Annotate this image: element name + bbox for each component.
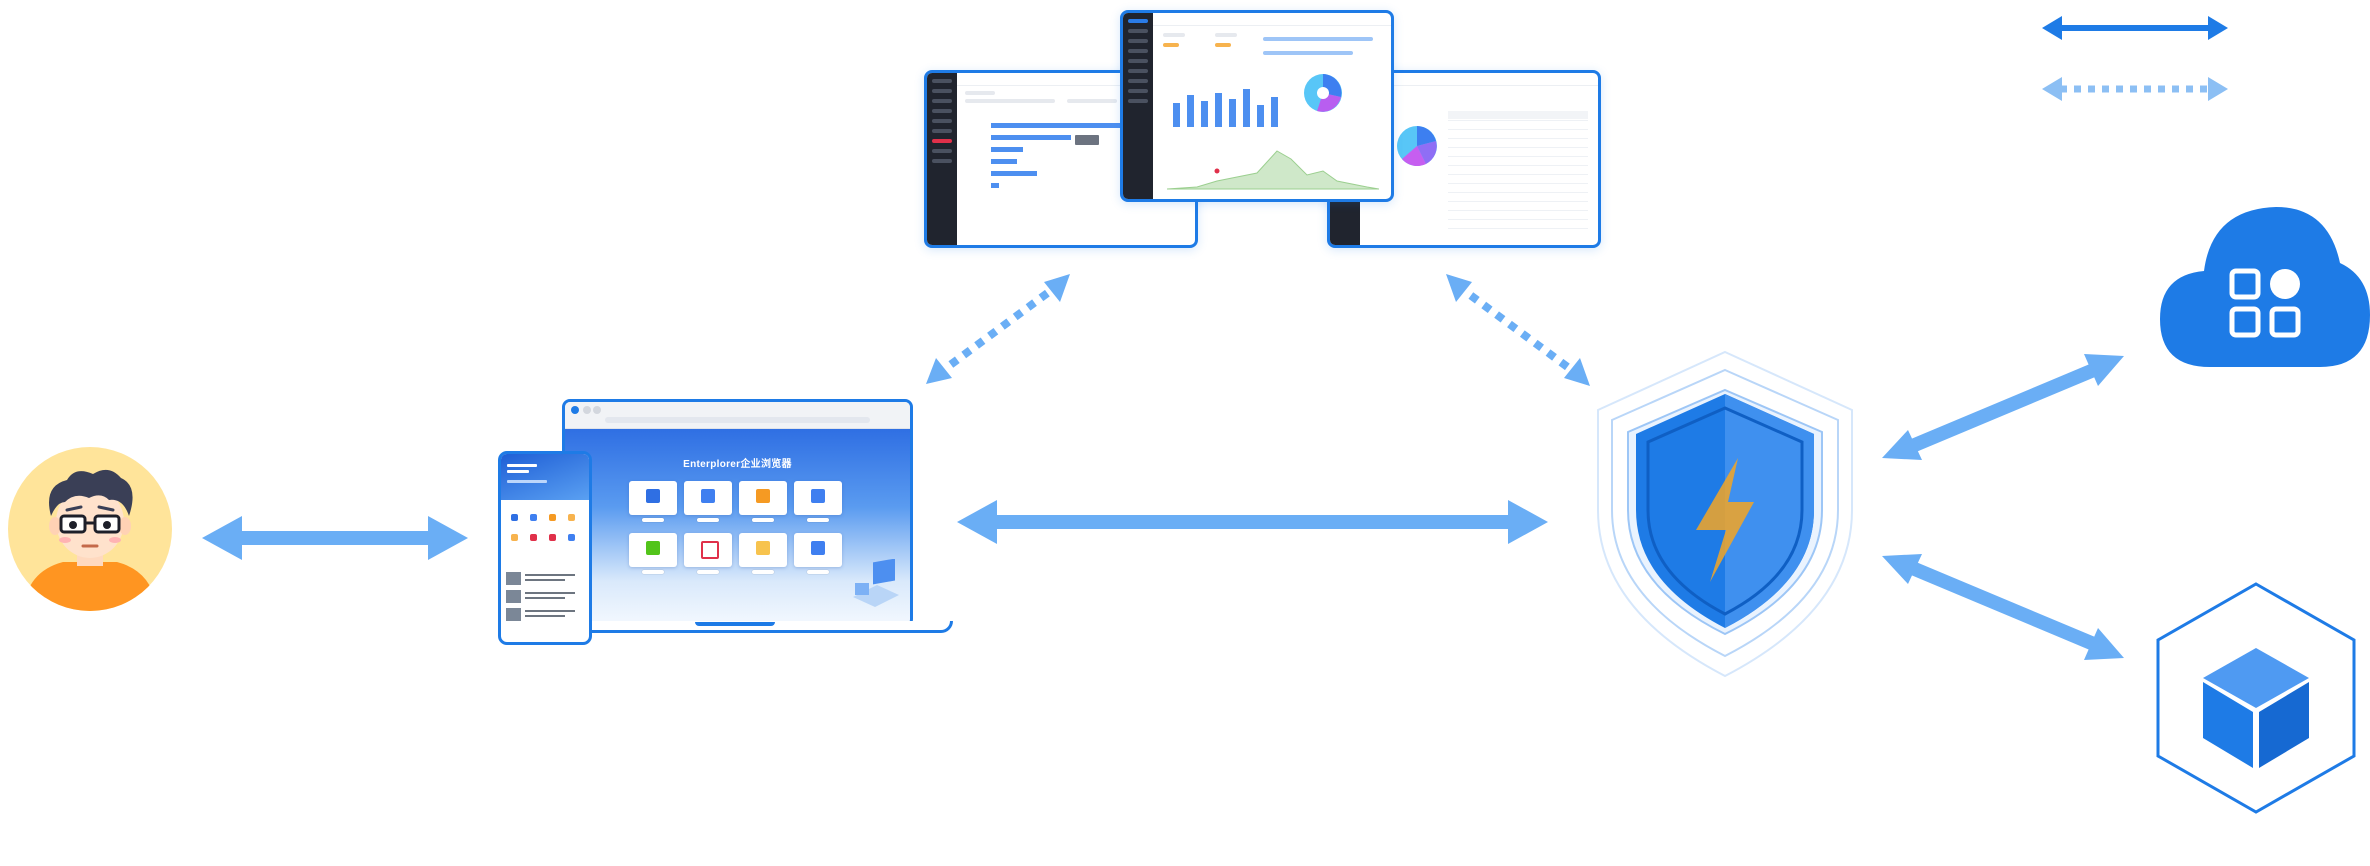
arrow-devices-shield bbox=[957, 500, 1548, 544]
data-table bbox=[1448, 111, 1588, 231]
dashboard-screen-right bbox=[1327, 70, 1601, 248]
area-chart bbox=[1167, 150, 1379, 190]
dashboard-screen-center bbox=[1120, 10, 1394, 202]
laptop-notch bbox=[695, 622, 775, 626]
browser-home: Enterplorer企业浏览器 bbox=[565, 429, 910, 624]
browser-hero-title: Enterplorer企业浏览器 bbox=[683, 459, 792, 470]
browser-toolbar bbox=[565, 402, 910, 429]
arrow-shield-cube bbox=[1882, 554, 2124, 660]
user-avatar-icon bbox=[8, 447, 172, 611]
cloud-apps-icon bbox=[2160, 207, 2370, 367]
shield-bolt-icon bbox=[1597, 350, 1853, 678]
donut-chart bbox=[1304, 74, 1342, 112]
cube-icon bbox=[2156, 582, 2356, 814]
laptop-browser-window: Enterplorer企业浏览器 bbox=[562, 399, 913, 627]
horizontal-bar-chart bbox=[967, 113, 1187, 233]
dashed-arrow-screens-shield bbox=[1446, 274, 1590, 386]
arrow-shield-cloud bbox=[1882, 354, 2124, 460]
dashed-arrow-devices-screens bbox=[926, 274, 1070, 384]
arrow-user-devices bbox=[202, 516, 468, 560]
legend-solid-arrow-icon bbox=[2042, 16, 2228, 40]
mobile-phone bbox=[498, 451, 592, 645]
vertical-bar-chart bbox=[1167, 69, 1287, 127]
legend-dashed-arrow-icon bbox=[2042, 77, 2228, 101]
